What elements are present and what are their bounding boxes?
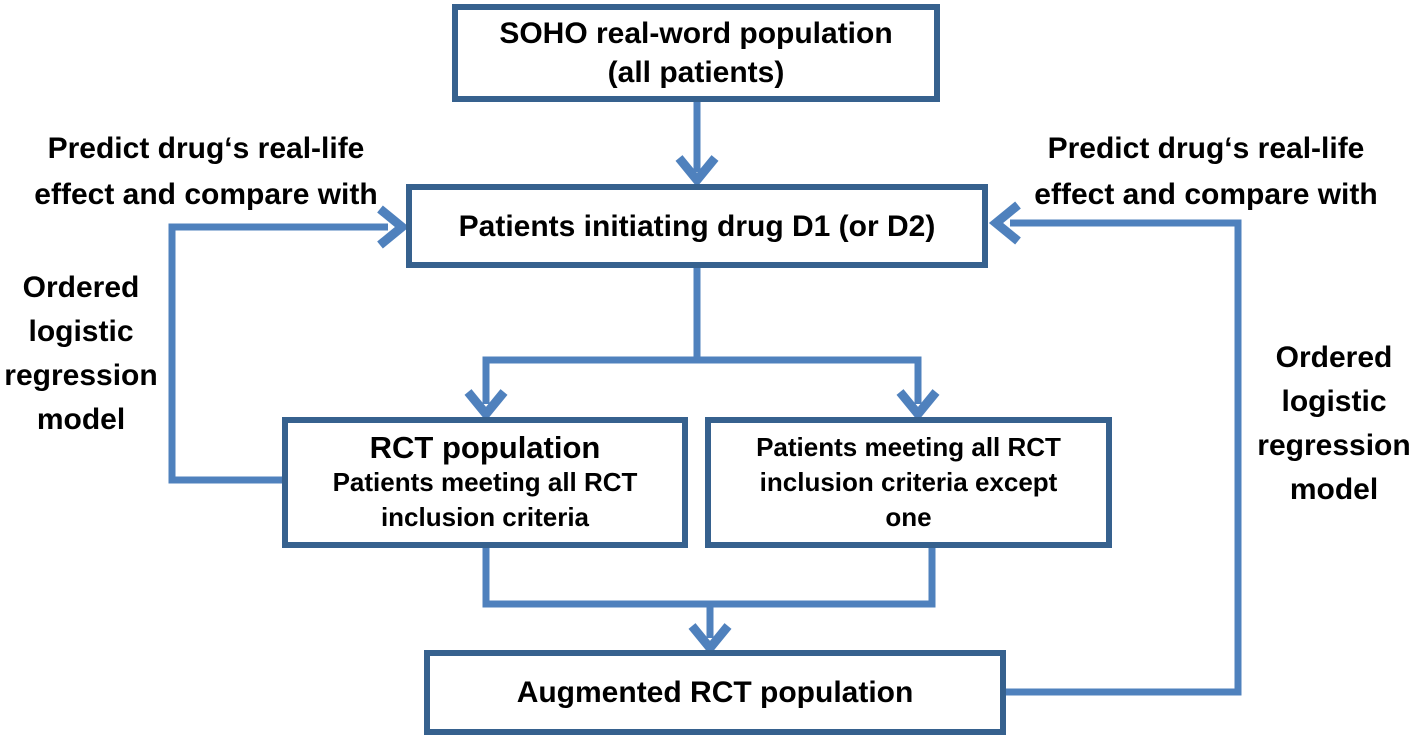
node-except-one-line2: inclusion criteria except: [759, 466, 1058, 497]
node-soho-line2: (all patients): [607, 56, 785, 89]
annotation-right-model-line2: logistic: [1281, 385, 1387, 418]
annotation-left-model-line1: Ordered: [22, 271, 140, 304]
connector-merge-bar: [482, 548, 936, 608]
annotation-right-model-line4: model: [1289, 473, 1379, 506]
annotation-right-predict-line1: Predict drug‘s real-life: [1047, 132, 1365, 165]
node-except-one: Patients meeting all RCT inclusion crite…: [705, 417, 1112, 548]
node-augmented-rct-label: Augmented RCT population: [516, 676, 914, 709]
annotation-left-predict-line1: Predict drug‘s real-life: [47, 132, 365, 165]
arrowhead-down-augmented: [688, 623, 732, 656]
node-rct-population-line1: Patients meeting all RCT: [332, 467, 638, 498]
annotation-right-model-line3: regression: [1257, 429, 1411, 462]
annotation-left-model-line2: logistic: [28, 315, 134, 348]
node-rct-population: RCT population Patients meeting all RCT …: [282, 417, 688, 548]
node-augmented-rct: Augmented RCT population: [424, 650, 1006, 735]
arrowhead-down-except-one: [896, 389, 940, 422]
annotation-left-model-line3: regression: [4, 359, 158, 392]
arrowhead-down-rct: [464, 389, 508, 422]
connector-left-loop: [168, 223, 388, 484]
connector-right-loop: [1003, 219, 1242, 696]
annotation-left-model: Ordered logistic regression model: [0, 266, 162, 442]
arrowhead-down-initiating: [675, 155, 719, 188]
annotation-left-model-line4: model: [36, 403, 126, 436]
annotation-right-model: Ordered logistic regression model: [1248, 336, 1418, 512]
node-soho-line1: SOHO real-word population: [499, 17, 893, 50]
annotation-left-predict: Predict drug‘s real-life effect and comp…: [0, 126, 412, 218]
arrowhead-right-initiating: [377, 205, 410, 249]
arrowhead-left-initiating: [988, 201, 1021, 245]
node-except-one-line3: one: [885, 502, 932, 533]
node-rct-population-title: RCT population: [369, 429, 601, 465]
node-soho-population: SOHO real-word population (all patients): [452, 4, 940, 102]
connector-split-bar: [482, 356, 922, 404]
annotation-right-predict: Predict drug‘s real-life effect and comp…: [996, 126, 1416, 218]
node-patients-initiating: Patients initiating drug D1 (or D2): [406, 184, 988, 268]
annotation-left-predict-line2: effect and compare with: [34, 178, 378, 211]
node-rct-population-line2: inclusion criteria: [380, 502, 590, 533]
node-patients-initiating-label: Patients initiating drug D1 (or D2): [458, 209, 936, 243]
annotation-right-model-line1: Ordered: [1275, 341, 1393, 374]
node-except-one-line1: Patients meeting all RCT: [756, 431, 1061, 462]
annotation-right-predict-line2: effect and compare with: [1034, 178, 1378, 211]
